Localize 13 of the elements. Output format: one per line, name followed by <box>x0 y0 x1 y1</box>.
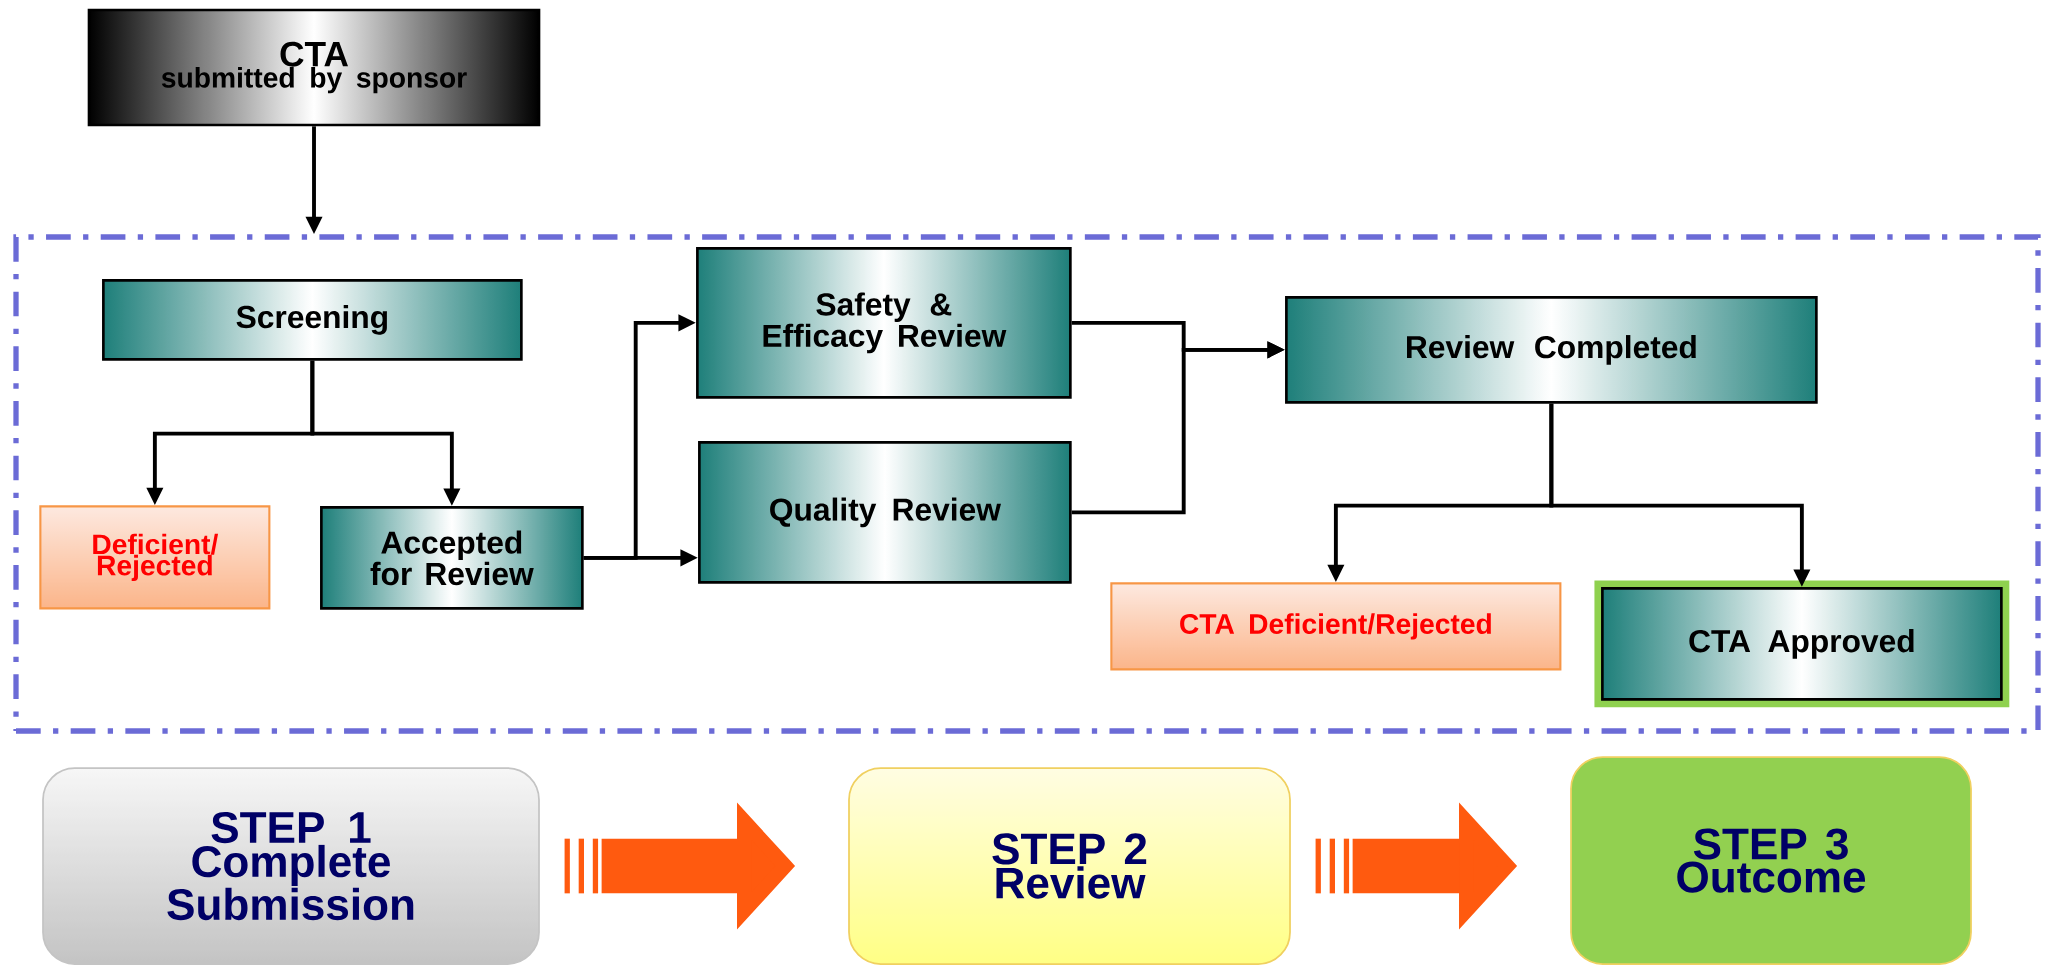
dashed-frame <box>13 234 2041 734</box>
process-box: Accepted for Review <box>320 506 584 610</box>
process-box: Review Completed <box>1285 296 1818 404</box>
process-box: Quality Review <box>698 441 1072 584</box>
rejection-box: CTA Deficient/Rejected <box>1110 582 1562 671</box>
rejection-box: Deficient/ Rejected <box>39 505 271 610</box>
submission-box: CTA submitted by sponsor <box>87 8 541 127</box>
step-box: STEP 2 Review <box>848 767 1291 965</box>
approval-box: CTA Approved <box>1594 580 2010 708</box>
step-box: STEP 1 Complete Submission <box>42 767 540 965</box>
step-box: STEP 3 Outcome <box>1570 756 1972 965</box>
process-box: Screening <box>102 279 523 361</box>
process-box: Safety & Efficacy Review <box>696 247 1072 399</box>
